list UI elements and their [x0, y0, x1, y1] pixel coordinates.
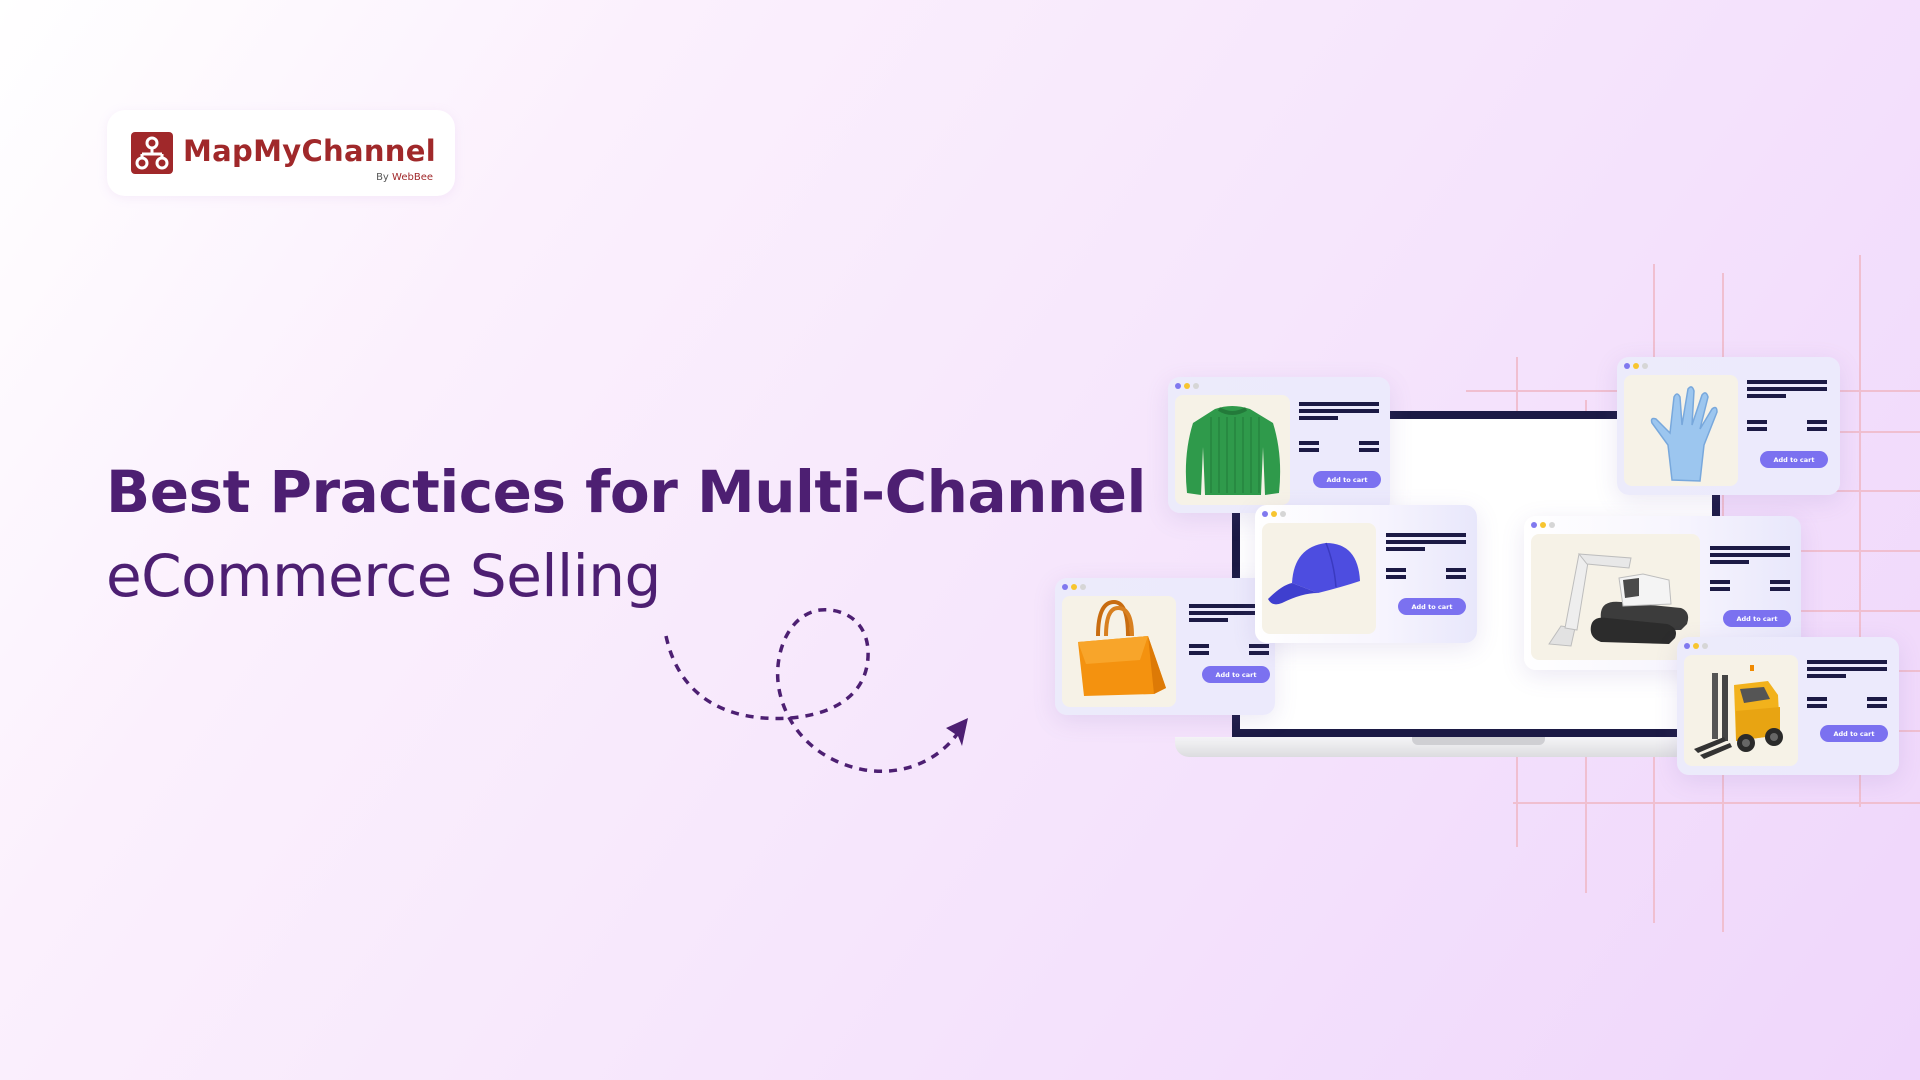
laptop-base	[1175, 737, 1690, 757]
product-card-sweater: Add to cart	[1168, 377, 1390, 513]
title-placeholder	[1747, 380, 1827, 401]
laptop-notch	[1412, 737, 1545, 745]
sweater-image	[1175, 395, 1290, 505]
meta-placeholder	[1189, 644, 1209, 658]
title-line-2: eCommerce Selling	[106, 542, 661, 610]
meta-placeholder	[1299, 441, 1319, 455]
add-to-cart-button[interactable]: Add to cart	[1398, 598, 1466, 615]
meta-placeholder	[1359, 441, 1379, 455]
forklift-image	[1684, 655, 1798, 766]
title-placeholder	[1807, 660, 1887, 681]
meta-placeholder	[1249, 644, 1269, 658]
product-card-glove: Add to cart	[1617, 357, 1840, 495]
brand-logo: MapMyChannel By WebBee	[107, 110, 455, 196]
title-placeholder	[1710, 546, 1790, 567]
logo-byline: By WebBee	[376, 172, 433, 183]
meta-placeholder	[1386, 568, 1406, 582]
product-card-cap: Add to cart	[1255, 505, 1477, 643]
title-placeholder	[1189, 604, 1269, 625]
dashed-loop-arrow-icon	[664, 608, 968, 773]
glove-image	[1624, 375, 1738, 486]
window-dots	[1262, 511, 1286, 517]
add-to-cart-button[interactable]: Add to cart	[1760, 451, 1828, 468]
window-dots	[1684, 643, 1708, 649]
cap-image	[1262, 523, 1376, 634]
window-dots	[1175, 383, 1199, 389]
meta-placeholder	[1770, 580, 1790, 594]
meta-placeholder	[1807, 420, 1827, 434]
title-placeholder	[1386, 533, 1466, 554]
page-title: Best Practices for Multi-Channel eCommer…	[106, 452, 1146, 620]
window-dots	[1062, 584, 1086, 590]
title-placeholder	[1299, 402, 1379, 423]
sitemap-icon	[131, 132, 173, 174]
product-card-forklift: Add to cart	[1677, 637, 1899, 775]
add-to-cart-button[interactable]: Add to cart	[1723, 610, 1791, 627]
window-dots	[1531, 522, 1555, 528]
add-to-cart-button[interactable]: Add to cart	[1313, 471, 1381, 488]
byline-brand: WebBee	[392, 172, 433, 183]
logo-wordmark: MapMyChannel	[183, 134, 436, 168]
add-to-cart-button[interactable]: Add to cart	[1820, 725, 1888, 742]
add-to-cart-button[interactable]: Add to cart	[1202, 666, 1270, 683]
title-line-1: Best Practices for Multi-Channel	[106, 458, 1146, 526]
excavator-image	[1531, 534, 1700, 660]
meta-placeholder	[1747, 420, 1767, 434]
meta-placeholder	[1867, 697, 1887, 711]
meta-placeholder	[1446, 568, 1466, 582]
meta-placeholder	[1710, 580, 1730, 594]
handbag-image	[1062, 596, 1176, 707]
window-dots	[1624, 363, 1648, 369]
product-card-excavator: Add to cart	[1524, 516, 1801, 670]
product-card-handbag: Add to cart	[1055, 578, 1275, 715]
byline-prefix: By	[376, 172, 389, 183]
meta-placeholder	[1807, 697, 1827, 711]
